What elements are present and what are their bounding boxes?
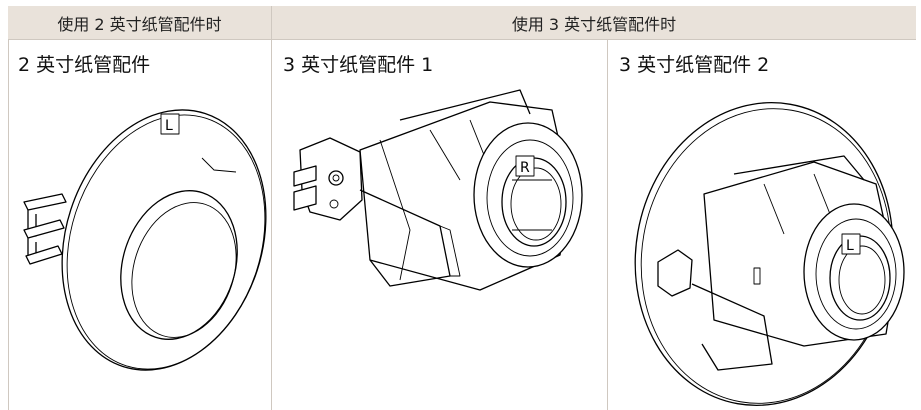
header-3inch: 使用 3 英寸纸管配件时 bbox=[272, 6, 916, 40]
border-left bbox=[8, 39, 9, 410]
illustration-3inch-holder-2: L bbox=[634, 102, 905, 406]
title-3inch-holder-1: 3 英寸纸管配件 1 bbox=[283, 54, 434, 76]
header-2inch: 使用 2 英寸纸管配件时 bbox=[8, 6, 271, 40]
divider-1 bbox=[271, 6, 272, 410]
title-2inch-holder: 2 英寸纸管配件 bbox=[18, 54, 151, 76]
label-l3-badge: L bbox=[846, 238, 854, 254]
divider-2 bbox=[607, 39, 608, 410]
comparison-table: 使用 2 英寸纸管配件时 使用 3 英寸纸管配件时 2 英寸纸管配件 3 英寸纸… bbox=[8, 6, 916, 410]
title-3inch-holder-2: 3 英寸纸管配件 2 bbox=[619, 54, 770, 76]
illustration-2inch-holder: L bbox=[23, 109, 267, 371]
label-r-badge: R bbox=[520, 160, 530, 176]
label-l-badge: L bbox=[165, 118, 173, 134]
illustration-3inch-holder-1: R bbox=[293, 89, 583, 291]
